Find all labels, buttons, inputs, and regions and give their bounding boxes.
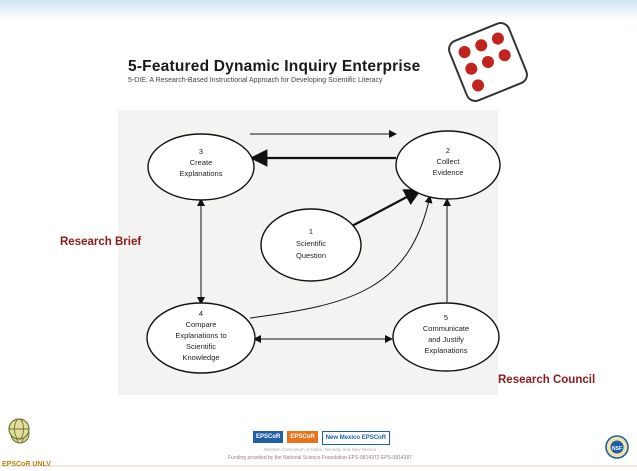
slide-subtitle: 5-DIE: A Research-Based Instructional Ap… [128,77,383,84]
arrow-4-to-2 [249,195,433,319]
research-council-label: Research Council [498,374,596,386]
epscor-logo-2: EPSCoR [287,431,318,443]
node-1-line-0: 1 [309,227,313,236]
node-1-line-1: Scientific [296,239,326,248]
top-gradient-bar [0,0,637,20]
node-5-communicate-justify: 5 Communicate and Justify Explanations [392,302,500,372]
node-4-line-0: 4 [199,309,203,318]
globe-icon [10,432,30,444]
footer-subtext: Western Consortium of Idaho, Nevada, and… [263,447,377,452]
slide-title: 5-Featured Dynamic Inquiry Enterprise [128,58,421,75]
funding-credit: Funding provided by the National Science… [227,455,413,461]
research-brief-label: Research Brief [60,236,142,248]
node-5-line-0: 5 [444,313,448,322]
epscor-unlv-brand: EPSCoR UNLV [2,461,51,468]
arrow-1-to-2 [349,188,422,228]
epscor-logo-1: EPSCoR [253,431,284,443]
node-5-line-2: and Justify [428,335,464,344]
node-1-line-2: Question [296,251,326,260]
title-block: 5-Featured Dynamic Inquiry Enterprise 5-… [128,58,458,84]
node-4-line-2: Explanations to [175,331,226,340]
node-1-scientific-question: 1 Scientific Question [260,208,362,282]
node-4-compare-explanations: 4 Compare Explanations to Scientific Kno… [146,302,256,374]
node-4-line-3: Scientific [186,342,216,351]
node-5-line-1: Communicate [423,324,469,333]
partner-logos: EPSCoR EPSCoR New Mexico EPSCoR [253,431,391,445]
node-3-create-explanations: 3 Create Explanations [147,133,255,201]
node-5-line-3: Explanations [425,346,468,355]
node-2-line-2: Evidence [433,168,464,177]
node-4-line-4: Knowledge [182,353,219,362]
nm-epscor-logo: New Mexico EPSCoR [321,431,391,445]
node-3-line-0: 3 [199,147,203,156]
node-2-line-1: Collect [437,157,461,166]
node-2-collect-evidence: 2 Collect Evidence [395,130,501,200]
node-4-line-1: Compare [186,320,217,329]
node-2-line-0: 2 [446,146,450,155]
node-3-line-1: Create [190,158,213,167]
node-3-line-2: Explanations [180,169,223,178]
